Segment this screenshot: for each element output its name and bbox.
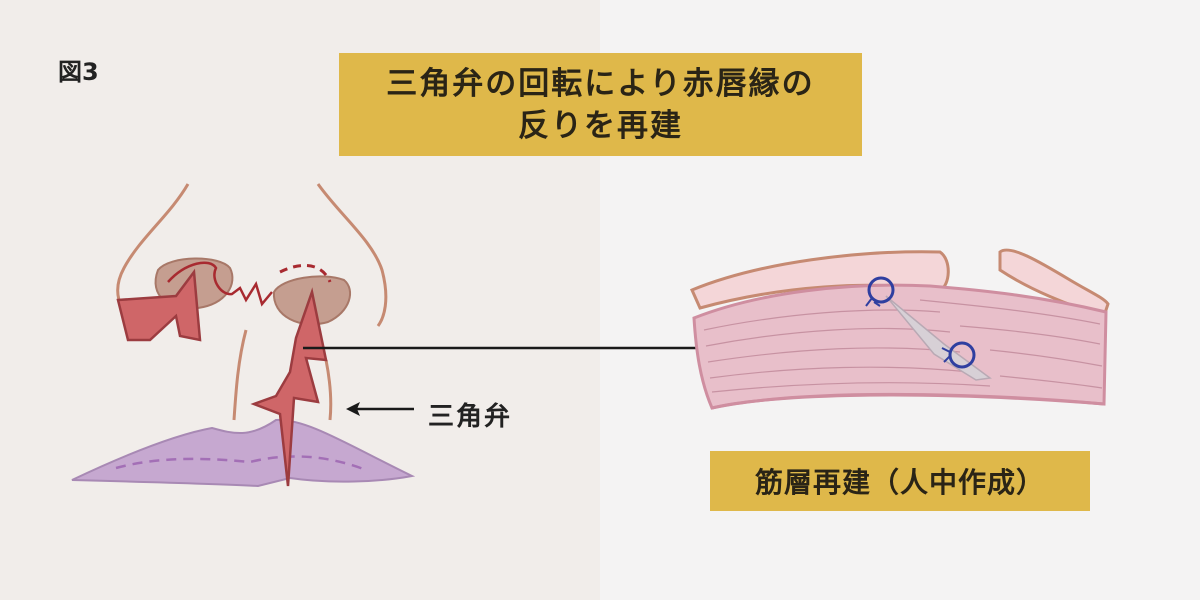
skin-layer (690, 250, 950, 310)
suture-loop-icon (865, 276, 895, 307)
left-flap (116, 268, 202, 342)
columella-left (232, 329, 248, 421)
arrow-left-icon (346, 402, 414, 416)
caption-box: 筋層再建（人中作成） (710, 451, 1090, 511)
cleft-crease (885, 295, 992, 381)
triangular-flap (250, 287, 328, 487)
title-line-2: 反りを再建 (518, 107, 683, 144)
dashed-incision (279, 263, 332, 283)
columella-right (324, 359, 333, 421)
muscle-layer (692, 283, 1108, 410)
skin-layer-right (998, 248, 1110, 318)
flap-label: 三角弁 (428, 402, 513, 432)
caption-text: 筋層再建（人中作成） (754, 466, 1045, 499)
lip-shape (71, 418, 416, 488)
nose-drawing (71, 183, 416, 488)
figure-label: 図3 (58, 58, 99, 86)
title-line-1: 三角弁の回転により赤唇縁の (386, 65, 815, 102)
nose-outline-right (316, 183, 388, 327)
lip-dashed-line (115, 455, 367, 472)
title-box: 三角弁の回転により赤唇縁の 反りを再建 (339, 53, 862, 156)
suture-loop-icon (941, 341, 976, 369)
incision-line (167, 261, 273, 307)
muscle-drawing (690, 248, 1110, 410)
